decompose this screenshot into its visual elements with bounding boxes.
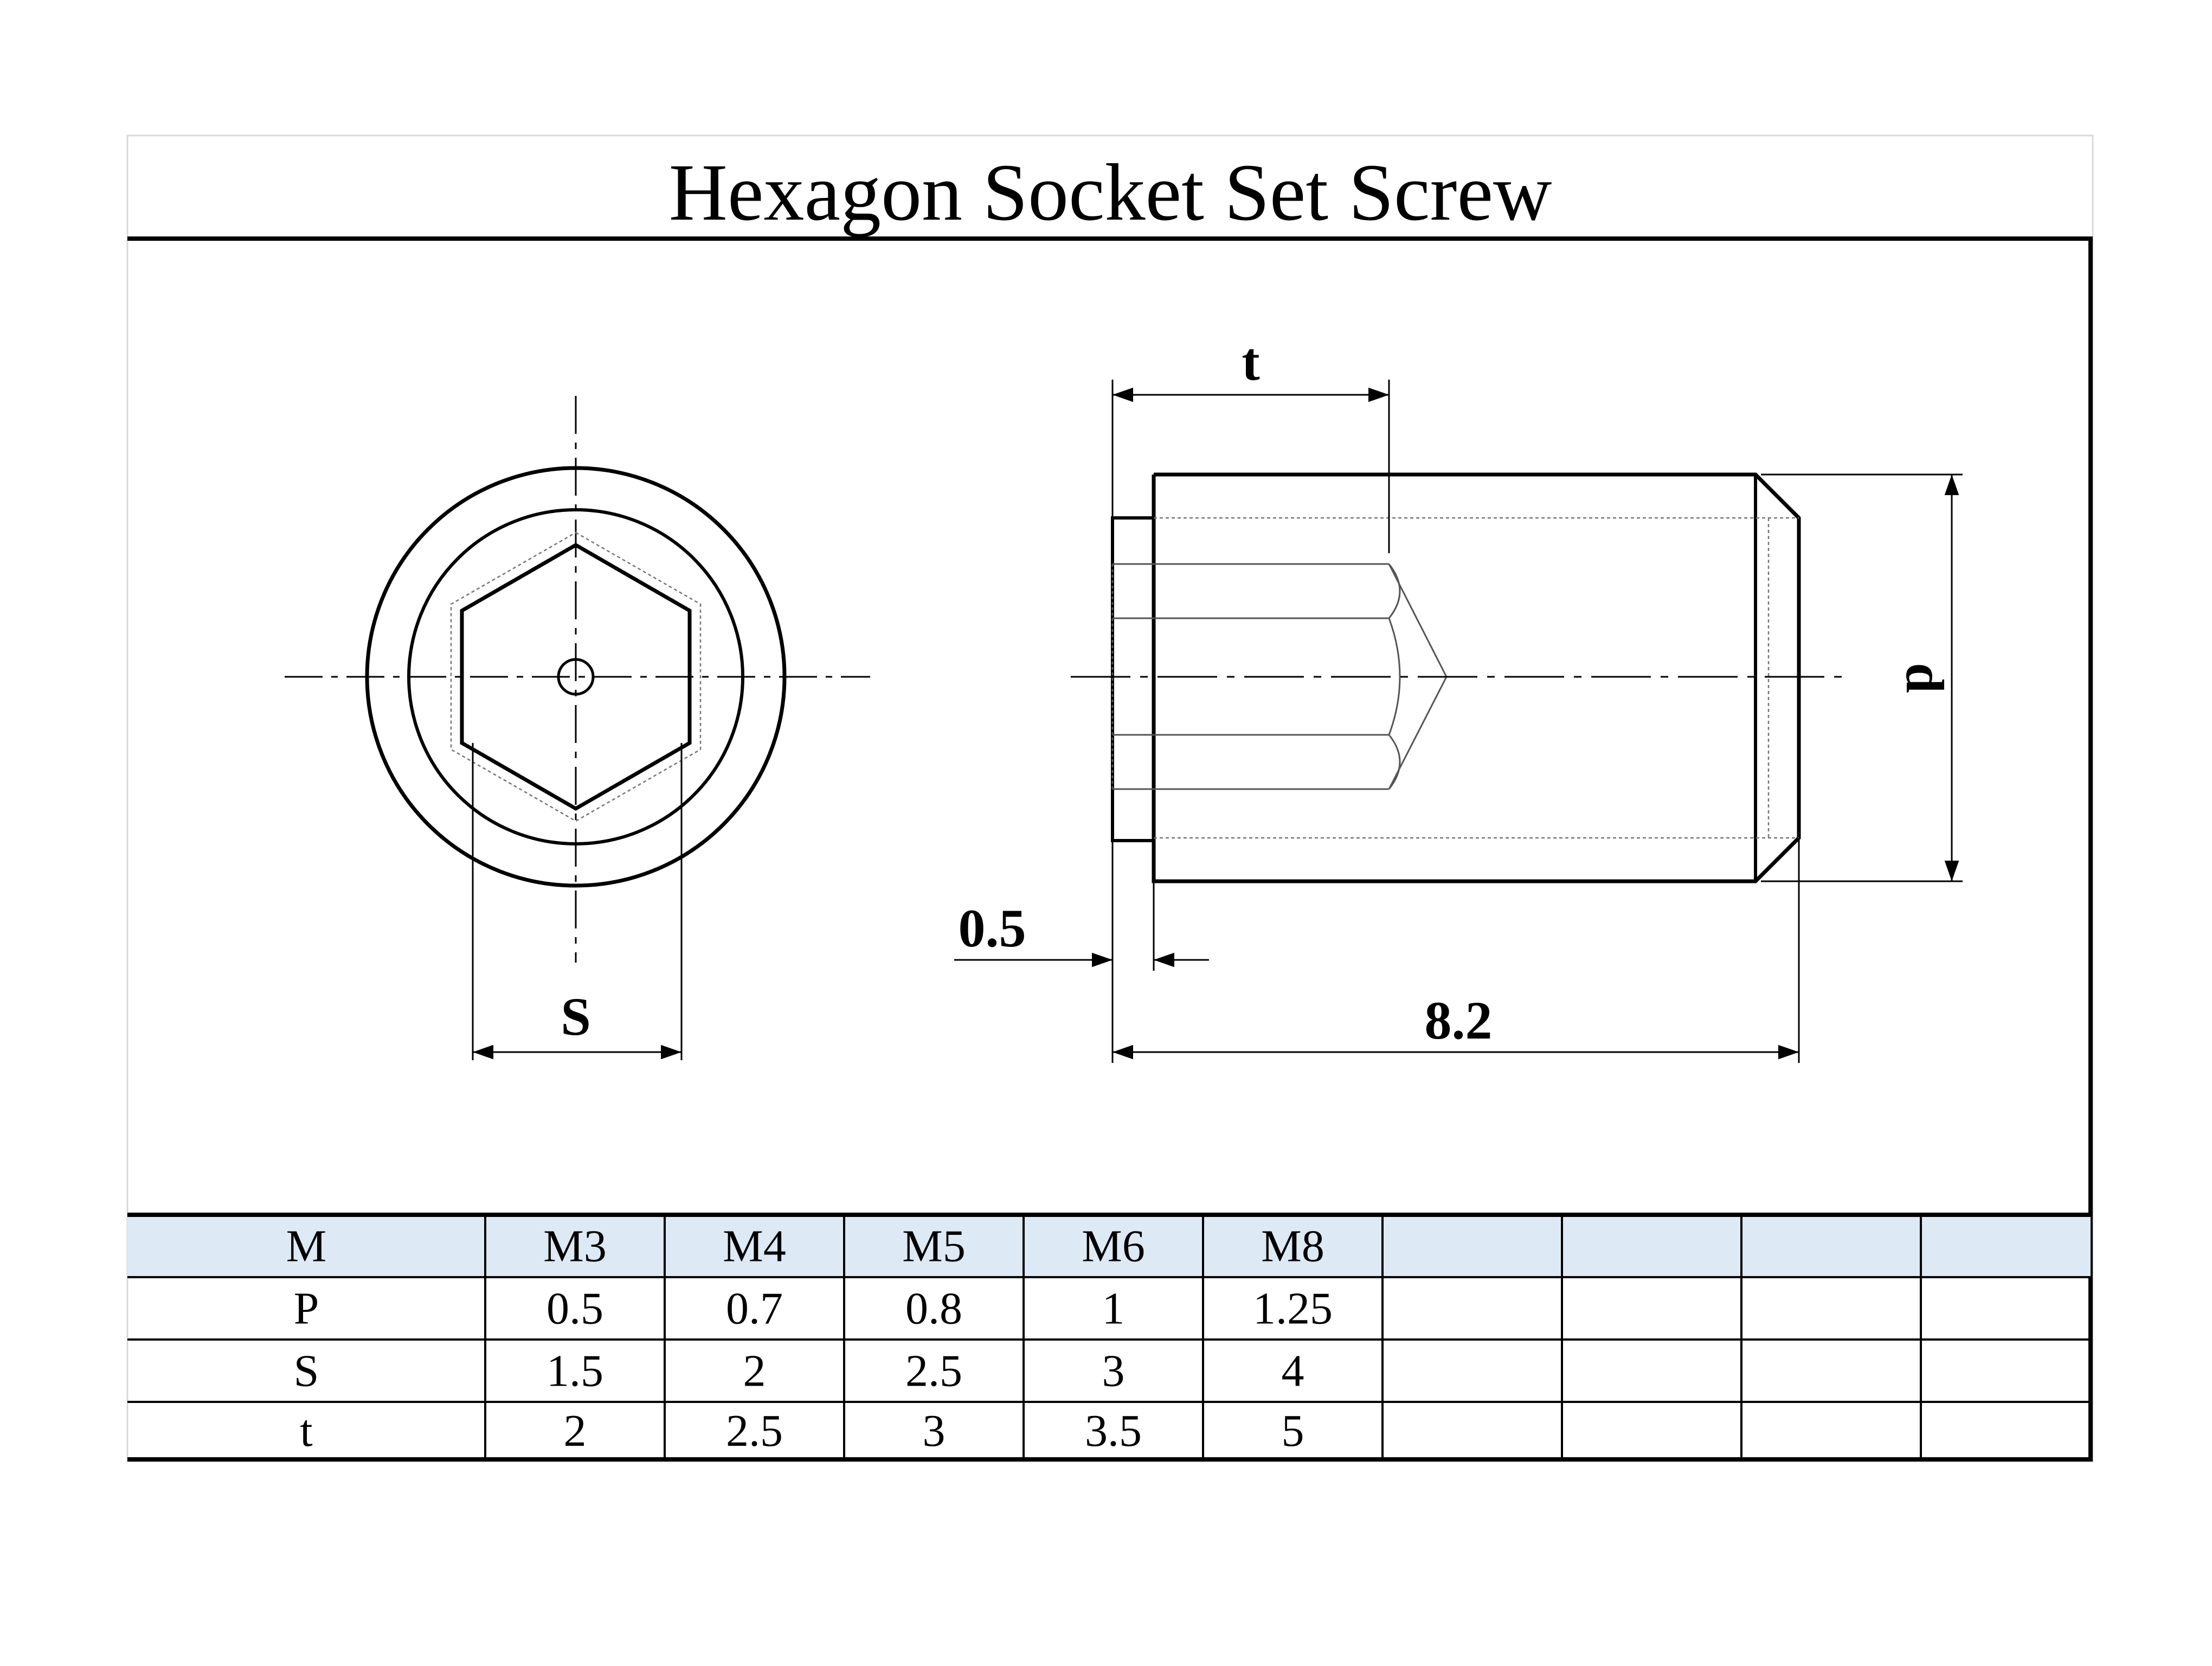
hex-socket [460,542,692,811]
drawing-title: Hexagon Socket Set Screw [669,148,1552,238]
table-cell: 0.8 [905,1284,962,1334]
cup-end [1111,516,1155,842]
table-cell: S [294,1346,319,1396]
table-cell: 4 [1282,1346,1304,1396]
table-header-cell: M6 [1082,1221,1145,1272]
table-header-cell: M8 [1261,1221,1324,1272]
table-cell: 3.5 [1085,1406,1142,1456]
table-cell: 1.5 [546,1346,603,1396]
outer-circle [365,466,787,888]
table-cell: 2 [564,1406,587,1456]
body-outline [1152,472,1801,883]
s-dimension-label: S [561,986,591,1047]
table-cell: 5 [1282,1406,1304,1456]
length-dimension-label: 8.2 [1425,990,1493,1050]
table-cell: 2 [743,1346,766,1396]
t-dimension-label: t [1242,331,1259,392]
table-cell: P [294,1284,319,1334]
table-cell: 0.7 [726,1284,783,1334]
table-grid [127,1213,2093,1459]
thread-lines [1154,517,1799,839]
table-cell: 3 [923,1406,946,1456]
center-hole [557,658,595,696]
cup-depth-label: 0.5 [959,898,1026,958]
table-cell: 2.5 [905,1346,962,1396]
side-view [954,380,1963,1063]
table-header-cell: M4 [723,1221,786,1272]
table-header-cell: M5 [902,1221,966,1272]
spec-table: M M3 M4 M5 M6 M8P 0.5 0.7 0.8 1 1.25S 1.5 2 2.5 3 4 t 2 2.… [127,1213,2093,1459]
table-header-fill [127,1215,2091,1277]
d-dimension-label: d [1895,663,1955,693]
inner-circle [407,508,744,845]
table-cell: 3 [1102,1346,1125,1396]
table-cell: 2.5 [726,1406,783,1456]
table-cell: 0.5 [546,1284,603,1334]
end-view [285,396,870,1060]
table-cell: 1.25 [1253,1284,1333,1334]
table-header-cell: M [286,1221,327,1272]
hex-chamfer [450,531,702,822]
table-cells: M M3 M4 M5 M6 M8P 0.5 0.7 0.8 1 1.25S 1.5 2 2.5 3 4 t 2 2.… [286,1221,1333,1457]
end-view-centerlines [285,396,870,963]
table-cell: 1 [1102,1284,1125,1334]
table-header-cell: M3 [543,1221,607,1272]
table-cell: t [300,1406,312,1456]
socket-hidden-lines [1111,563,1448,790]
